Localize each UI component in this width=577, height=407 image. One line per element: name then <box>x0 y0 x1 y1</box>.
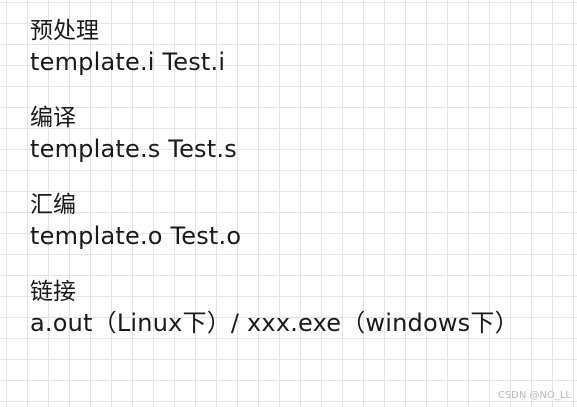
section-heading: 编译 <box>30 105 76 131</box>
section-heading: 预处理 <box>30 18 99 44</box>
section-content: template.i Test.i <box>30 48 226 76</box>
section-preprocess: 预处理 template.i Test.i <box>30 16 575 78</box>
section-content: template.s Test.s <box>30 135 237 163</box>
section-assemble: 汇编 template.o Test.o <box>30 190 575 252</box>
section-heading: 汇编 <box>30 192 76 218</box>
section-content: template.o Test.o <box>30 222 242 250</box>
watermark: CSDN @NO_LL <box>497 390 571 401</box>
section-link: 链接 a.out（Linux下）/ xxx.exe（windows下） <box>30 277 575 339</box>
section-heading: 链接 <box>30 279 76 305</box>
section-content: a.out（Linux下）/ xxx.exe（windows下） <box>30 309 519 337</box>
section-compile: 编译 template.s Test.s <box>30 103 575 165</box>
note-content: 预处理 template.i Test.i 编译 template.s Test… <box>30 16 575 364</box>
